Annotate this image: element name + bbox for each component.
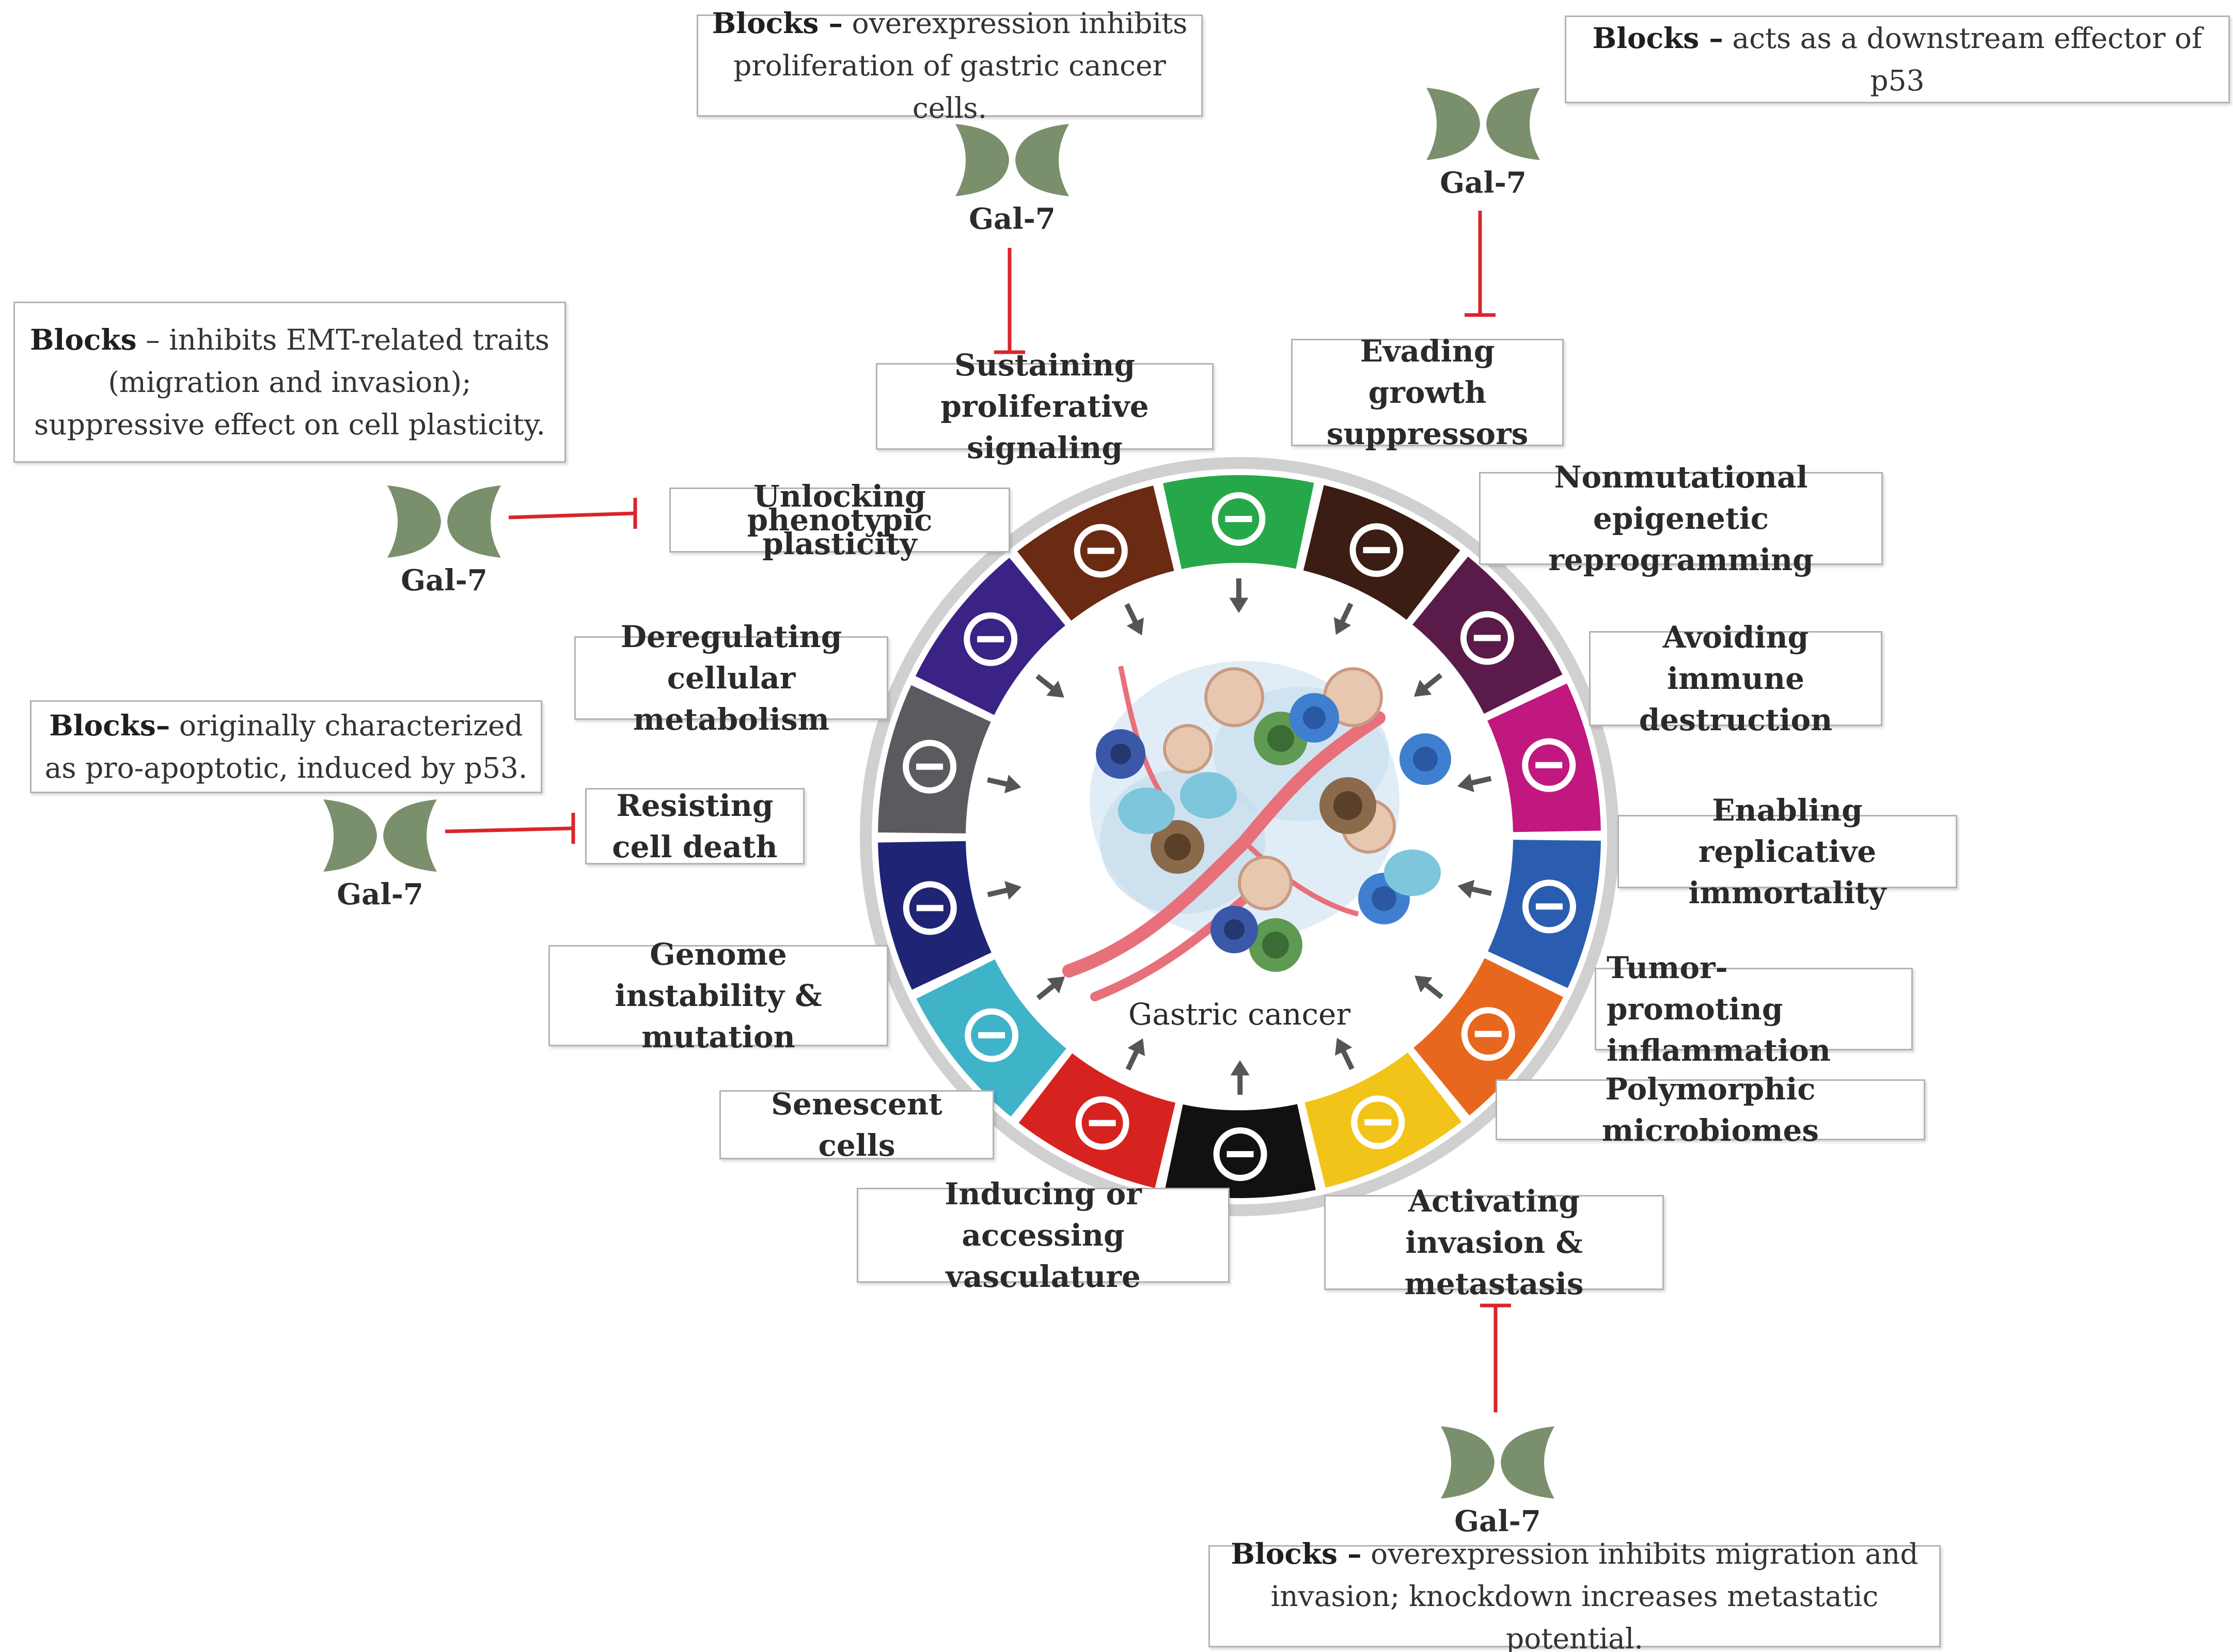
note-apoptotic-text: originally characterized as pro-apoptoti…	[44, 709, 528, 784]
gal7-label: Gal-7	[401, 563, 488, 597]
leaf-icon	[965, 1008, 1019, 1062]
note-p53-bold: Blocks –	[1592, 21, 1723, 55]
hallmark-inducing-vasculature: Inducing or accessing vasculature	[857, 1176, 1230, 1294]
inward-arrow	[1413, 673, 1443, 697]
note-invasion: Blocks – overexpression inhibits migrati…	[1208, 1537, 1941, 1652]
gal7-icon	[323, 799, 437, 872]
note-emt-text: – inhibits EMT-related traits (migration…	[34, 323, 550, 441]
inward-arrow	[1036, 976, 1065, 1000]
inward-arrow	[1124, 603, 1144, 636]
inward-arrow	[987, 881, 1022, 900]
gal7-p53: Gal-7	[1416, 83, 1550, 201]
note-proliferation-text: overexpression inhibits proliferation of…	[733, 7, 1188, 124]
hallmarks-wheel	[860, 457, 1619, 1216]
hallmark-polymorphic-microbiomes: Polymorphic microbiomes	[1496, 1072, 1925, 1148]
hallmark-resisting-cell-death: Resisting cell death	[585, 788, 805, 864]
inward-arrow	[1333, 602, 1354, 635]
note-apoptotic-bold: Blocks–	[49, 709, 170, 742]
hallmark-avoiding-immune-destruction: Avoiding immune destruction	[1589, 620, 1882, 737]
inward-arrows	[987, 578, 1492, 1095]
gal7-proliferation: Gal-7	[945, 119, 1079, 238]
hallmark-nonmutational-epigenetic-reprogramming: Nonmutational epigenetic reprogramming	[1479, 460, 1883, 577]
gal7-invasion: Gal-7	[1430, 1421, 1565, 1540]
inhibit-line-p53	[1465, 211, 1496, 317]
note-p53-text: acts as a downstream effector of p53	[1732, 22, 2203, 97]
hallmark-segment	[878, 685, 991, 833]
note-invasion-text: overexpression inhibits migration and in…	[1270, 1537, 1919, 1652]
gal7-icon	[955, 124, 1069, 196]
inhibit-line-plasticity	[508, 498, 637, 529]
hallmark-genome-instability-mutation: Genome instability & mutation	[548, 937, 888, 1055]
note-invasion-bold: Blocks –	[1231, 1537, 1362, 1570]
hallmark-segment	[1487, 683, 1601, 832]
hallmark-senescent-cells: Senescent cells	[719, 1087, 994, 1163]
tumor-microenvironment-illustration	[1062, 661, 1451, 1001]
inward-arrow	[1035, 674, 1064, 698]
cross-icon	[903, 740, 957, 794]
gal7-icon	[1441, 1426, 1554, 1499]
inward-arrow	[1229, 578, 1249, 613]
gal7-icon	[1426, 88, 1540, 160]
bacteria-icon	[1351, 1095, 1405, 1150]
note-proliferation: Blocks – overexpression inhibits prolife…	[697, 6, 1203, 124]
hallmark-activating-invasion-metastasis: Activating invasion & metastasis	[1324, 1184, 1664, 1301]
inward-arrow	[1414, 976, 1443, 999]
hallmark-enabling-replicative-immortality: Enabling replicative immortality	[1617, 793, 1957, 910]
dna-strand-icon	[903, 881, 957, 935]
gal7-label: Gal-7	[1454, 1504, 1541, 1538]
hallmark-segments	[878, 475, 1601, 1198]
inhibit-line-invasion	[1480, 1303, 1511, 1412]
hallmark-evading-growth-suppressors: Evading growth suppressors	[1291, 334, 1564, 451]
gal7-label: Gal-7	[969, 202, 1056, 236]
vessel-branch-icon	[1075, 1096, 1129, 1150]
inward-arrow	[1230, 1060, 1250, 1095]
note-emt-bold: Blocks	[29, 323, 137, 356]
gal7-label: Gal-7	[337, 877, 423, 911]
gal7-icon	[387, 485, 501, 558]
gal7-cell-death: Gal-7	[313, 794, 447, 913]
hallmark-tumor-promoting-inflammation: Tumor-promoting inflammation	[1595, 950, 1913, 1068]
gal7-label: Gal-7	[1440, 166, 1527, 200]
note-proliferation-bold: Blocks –	[712, 6, 843, 40]
dna-helix-icon	[1460, 611, 1514, 665]
arrow-up-right-icon	[1212, 492, 1266, 546]
immune-cell-icon	[1522, 738, 1576, 792]
gal7-plasticity: Gal-7	[377, 480, 511, 599]
inward-arrow	[1125, 1038, 1145, 1071]
atom-icon	[964, 612, 1018, 666]
prohibited-icon	[1349, 523, 1404, 577]
inhibit-line-proliferation	[994, 248, 1025, 354]
inward-arrow	[1457, 879, 1492, 899]
cell-escape-icon	[1213, 1127, 1267, 1181]
hallmark-segment	[1488, 840, 1601, 988]
hallmark-unlocking-phenotypic-plasticity: Unlocking phenotypic plasticity	[669, 481, 1010, 559]
hallmark-segment	[878, 841, 992, 990]
inhibit-line-cell-death	[445, 813, 575, 844]
inward-arrow	[1335, 1037, 1355, 1071]
note-p53-effector: Blocks – acts as a downstream effector o…	[1565, 15, 2230, 103]
center-label: Gastric cancer	[1128, 997, 1351, 1032]
key-icon	[1074, 524, 1128, 578]
note-emt-plasticity: Blocks – inhibits EMT-related traits (mi…	[13, 302, 566, 463]
inward-arrow	[1457, 773, 1492, 792]
inward-arrow	[987, 775, 1021, 794]
note-pro-apoptotic: Blocks– originally characterized as pro-…	[30, 700, 542, 793]
hallmark-deregulating-cellular-metabolism: Deregulating cellular metabolism	[574, 619, 888, 737]
hallmark-sustaining-proliferative-signaling: Sustaining proliferative signaling	[876, 348, 1214, 465]
flame-icon	[1461, 1007, 1515, 1061]
infinity-icon	[1522, 879, 1576, 934]
